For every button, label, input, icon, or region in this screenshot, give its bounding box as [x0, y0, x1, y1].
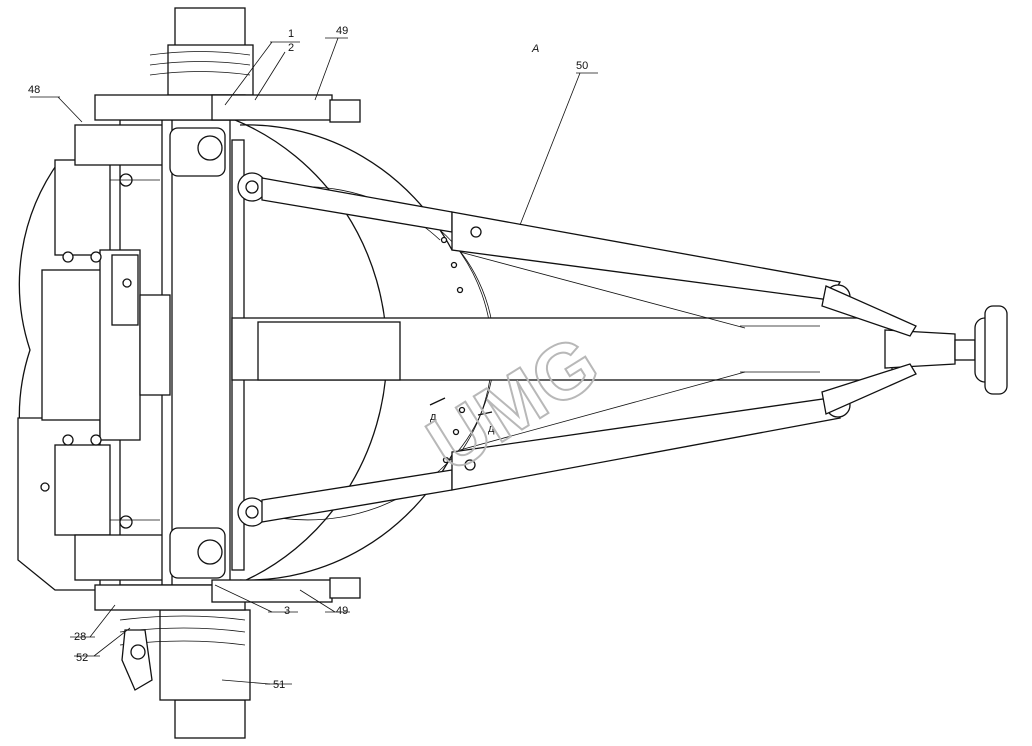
- leader-lines: [30, 37, 598, 685]
- section-mark-left: д: [430, 411, 437, 423]
- left-housing: [17, 124, 171, 591]
- view-label: А: [531, 43, 539, 55]
- callout-49-top: 49: [336, 25, 348, 37]
- central-beam: [231, 317, 956, 381]
- disc-bolt-row: [440, 236, 466, 464]
- callout-3: 3: [284, 605, 290, 617]
- frame-pivots: [237, 172, 267, 527]
- callout-28: 28: [74, 631, 86, 643]
- vertical-frame: [139, 119, 245, 586]
- section-mark-right: д: [488, 423, 495, 435]
- callout-52: 52: [76, 652, 88, 664]
- callout-49-bottom: 49: [336, 605, 348, 617]
- section-marks: д д: [429, 397, 495, 435]
- callout-48: 48: [28, 84, 40, 96]
- top-rack: [94, 7, 361, 177]
- bottom-rack: [94, 527, 361, 739]
- callout-2: 2: [288, 42, 294, 54]
- callout-1: 1: [288, 28, 294, 40]
- callout-50: 50: [576, 60, 588, 72]
- diagonal-links: [459, 251, 917, 451]
- end-roller: [954, 305, 1008, 395]
- callout-51: 51: [273, 679, 285, 691]
